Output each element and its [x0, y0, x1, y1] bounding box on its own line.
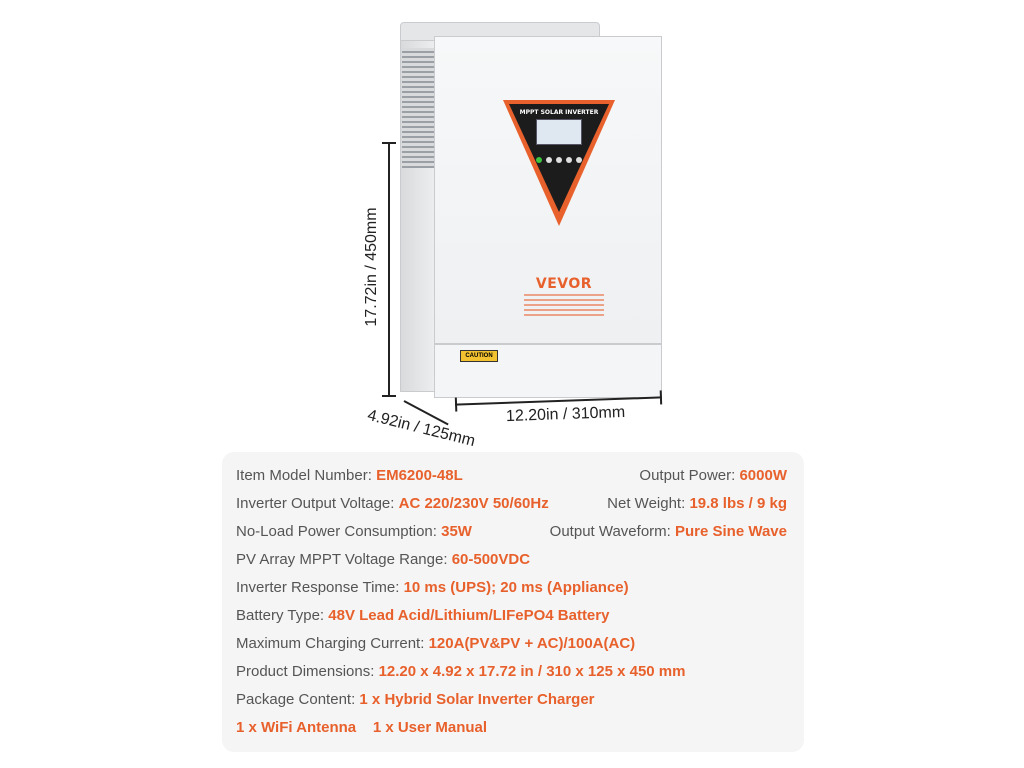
spec-no-load: No-Load Power Consumption: 35W [236, 523, 472, 540]
control-panel-shape: MPPT SOLAR INVERTER [503, 100, 615, 226]
spec-response-time: Inverter Response Time: 10 ms (UPS); 20 … [236, 579, 629, 596]
brand-logo: VEVOR [535, 276, 593, 292]
logo-subtext-lines [524, 294, 604, 316]
width-dimension-label: 12.20in / 310mm [505, 403, 626, 426]
spec-package-extra: 1 x WiFi Antenna 1 x User Manual [236, 717, 487, 739]
spec-output-power: Output Power: 6000W [639, 467, 787, 484]
lcd-screen [536, 119, 582, 145]
spec-output-voltage: Inverter Output Voltage: AC 220/230V 50/… [236, 495, 549, 512]
product-illustration: CAUTION MPPT SOLAR INVERTER VEVOR 17.72i… [360, 10, 680, 450]
control-panel: MPPT SOLAR INVERTER [503, 94, 615, 226]
height-dimension-line [382, 142, 396, 397]
spec-package-content: Package Content: 1 x Hybrid Solar Invert… [236, 691, 595, 708]
spec-pv-range: PV Array MPPT Voltage Range: 60-500VDC [236, 551, 531, 568]
spec-battery-type: Battery Type: 48V Lead Acid/Lithium/LIFe… [236, 607, 610, 624]
spec-charging-current: Maximum Charging Current: 120A(PV&PV + A… [236, 635, 636, 652]
height-dimension-label: 17.72in / 450mm [363, 207, 380, 327]
panel-label: MPPT SOLAR INVERTER [520, 109, 599, 116]
spec-model: Item Model Number: EM6200-48L [236, 467, 463, 484]
depth-dimension-label: 4.92in / 125mm [365, 406, 477, 451]
caution-sticker: CAUTION [460, 350, 498, 362]
package-item-wifi: 1 x WiFi Antenna [236, 719, 357, 736]
vent-grille [402, 48, 436, 168]
spec-card: Item Model Number: EM6200-48L Output Pow… [222, 452, 804, 752]
spec-net-weight: Net Weight: 19.8 lbs / 9 kg [607, 495, 787, 512]
spec-dimensions: Product Dimensions: 12.20 x 4.92 x 17.72… [236, 663, 686, 680]
spec-waveform: Output Waveform: Pure Sine Wave [549, 523, 787, 540]
package-item-manual: 1 x User Manual [372, 719, 488, 736]
